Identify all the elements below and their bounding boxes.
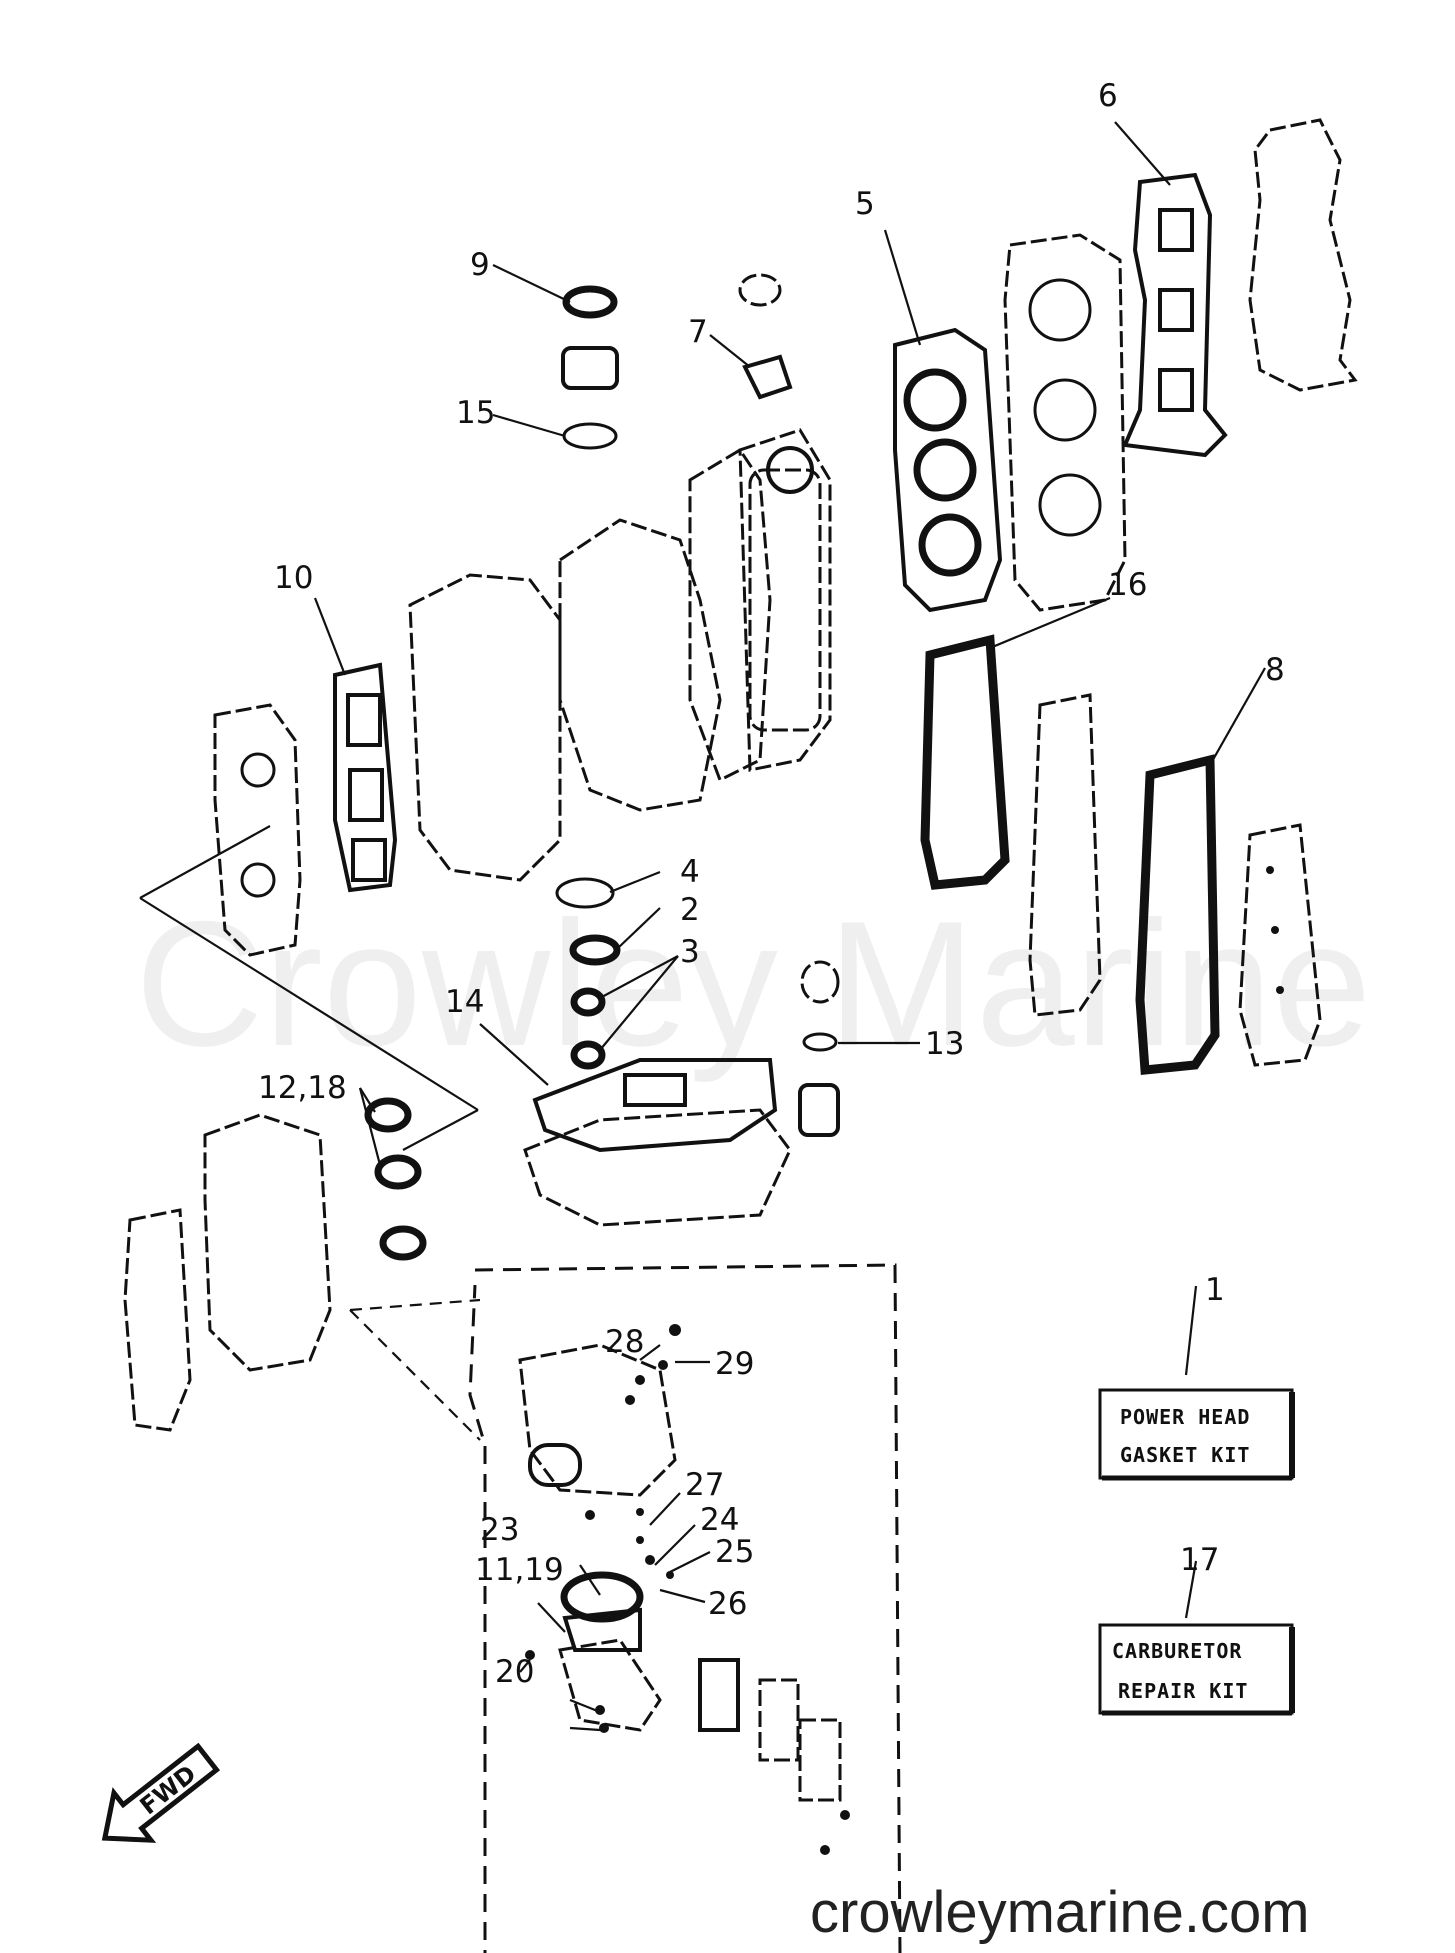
- carburetor-parts: [518, 1324, 850, 1855]
- callout-22: 24: [700, 1502, 739, 1538]
- leader-lines: [139, 121, 1266, 1732]
- callout-14: 14: [445, 984, 484, 1020]
- callout-7: 7: [688, 314, 708, 350]
- callout-labels: 6 5 9 7 15 10 16 8 4 2 3 13 14 12,18 1 2…: [258, 78, 1285, 1690]
- callout-27: 29: [715, 1346, 754, 1382]
- callout-12-18: 12,18: [258, 1070, 347, 1106]
- website-label: crowleymarine.com: [810, 1880, 1310, 1945]
- carburetor-line1: CARBURETOR: [1112, 1639, 1242, 1663]
- carburetor-repair-kit-label: CARBURETOR REPAIR KIT: [1098, 1623, 1295, 1716]
- callout-20: 20: [495, 1654, 534, 1690]
- callout-10: 10: [274, 560, 313, 596]
- exhaust-cover: [1122, 118, 1358, 458]
- intake-gasket: [213, 662, 398, 957]
- callout-6: 6: [1098, 78, 1118, 114]
- callout-23: 25: [715, 1534, 754, 1570]
- callout-9: 9: [470, 247, 490, 283]
- head-gasket: [893, 233, 1127, 613]
- watermark: Crowley Marine: [135, 884, 1371, 1083]
- forward-arrow: FWD: [101, 1742, 221, 1843]
- callout-25: 27: [685, 1467, 724, 1503]
- callout-13: 13: [925, 1026, 964, 1062]
- callout-24: 26: [708, 1586, 747, 1622]
- reed-gaskets: [920, 634, 1322, 1075]
- base-gasket: [523, 1058, 792, 1227]
- callout-1: 1: [1205, 1272, 1225, 1308]
- power-head-line1: POWER HEAD: [1120, 1405, 1250, 1429]
- callout-4: 4: [680, 854, 700, 890]
- callout-15: 15: [456, 395, 495, 431]
- power-head-line2: GASKET KIT: [1120, 1443, 1250, 1467]
- carburetor-detail-box: [468, 1263, 902, 1953]
- cylinder-block: [408, 428, 832, 882]
- carb-gaskets: [123, 1097, 427, 1432]
- callout-5: 5: [855, 186, 875, 222]
- callout-3: 3: [680, 934, 700, 970]
- callout-21: 23: [480, 1512, 519, 1548]
- callout-8: 8: [1265, 652, 1285, 688]
- callout-26: 28: [605, 1324, 644, 1360]
- power-head-gasket-kit-label: POWER HEAD GASKET KIT: [1098, 1388, 1295, 1481]
- callout-2: 2: [680, 892, 700, 928]
- callout-17: 17: [1180, 1542, 1219, 1578]
- callout-16: 16: [1108, 567, 1147, 603]
- carburetor-line2: REPAIR KIT: [1118, 1679, 1248, 1703]
- callout-11-19: 11,19: [475, 1552, 564, 1588]
